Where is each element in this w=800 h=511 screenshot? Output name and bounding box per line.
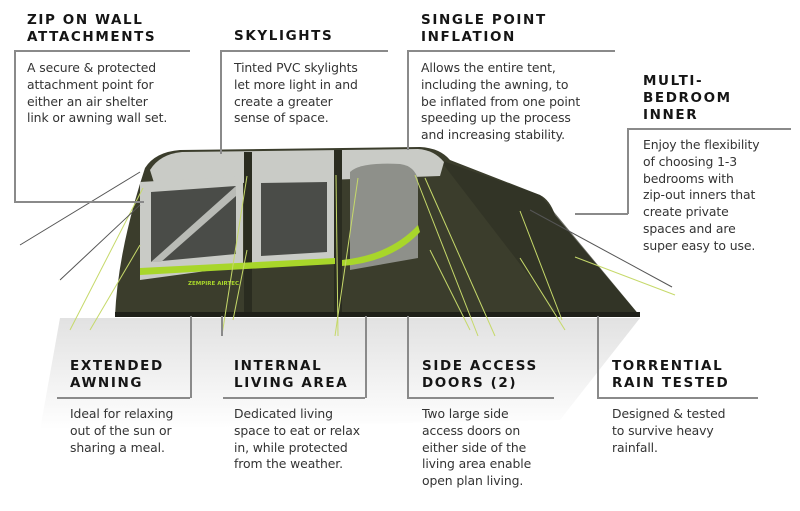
connector-multi-bottom <box>575 213 628 215</box>
accent-stripe <box>140 258 335 275</box>
feature-title-multi-bedroom-inner: MULTI- BEDROOM INNER <box>643 73 732 123</box>
feature-title-zip-on-wall: ZIP ON WALL ATTACHMENTS <box>27 12 157 45</box>
connector-multi-left <box>627 128 629 214</box>
feature-desc-multi-bedroom-inner: Enjoy the flexibility of choosing 1-3 be… <box>643 137 760 253</box>
feature-desc-zip-on-wall: A secure & protected attachment point fo… <box>27 60 168 126</box>
feature-desc-torrential-rain-tested: Designed & tested to survive heavy rainf… <box>612 406 726 455</box>
connector-zip-bottom <box>14 201 144 203</box>
feature-title-internal-living-area: INTERNAL LIVING AREA <box>234 358 349 391</box>
feature-desc-side-access-doors: Two large side access doors on either si… <box>422 406 532 489</box>
feature-desc-skylights: Tinted PVC skylights let more light in a… <box>234 60 358 126</box>
feature-title-torrential-rain-tested: TORRENTIAL RAIN TESTED <box>612 358 730 391</box>
connector-awning-bottom <box>57 397 190 399</box>
feature-title-skylights: SKYLIGHTS <box>234 28 334 44</box>
connector-rain-bottom <box>597 397 758 399</box>
connector-inflation-left <box>407 50 409 150</box>
middle-window <box>261 182 327 256</box>
feature-desc-extended-awning: Ideal for relaxing out of the sun or sha… <box>70 406 174 455</box>
feature-desc-internal-living-area: Dedicated living space to eat or relax i… <box>234 406 361 472</box>
brand-logo: ZEMPIRE AIRTEC <box>188 281 239 287</box>
connector-doors-bottom <box>407 397 554 399</box>
connector-living-right <box>365 316 367 398</box>
connector-awning-right <box>190 316 192 398</box>
connector-skylights-left <box>220 50 222 154</box>
connector-doors-left <box>407 316 409 398</box>
feature-title-single-point-inflation: SINGLE POINT INFLATION <box>421 12 547 45</box>
connector-inflation-top <box>407 50 615 52</box>
guy-lines <box>69 174 676 337</box>
connector-zip-top <box>14 50 190 52</box>
connector-skylights-top <box>220 50 388 52</box>
connector-zip-left <box>14 50 16 202</box>
feature-title-side-access-doors: SIDE ACCESS DOORS (2) <box>422 358 538 391</box>
connector-multi-top <box>627 128 791 130</box>
connector-rain-left <box>597 316 599 398</box>
connector-living-left <box>221 316 223 336</box>
feature-desc-single-point-inflation: Allows the entire tent, including the aw… <box>421 60 581 143</box>
connector-living-bottom <box>223 397 365 399</box>
feature-title-extended-awning: EXTENDED AWNING <box>70 358 164 391</box>
